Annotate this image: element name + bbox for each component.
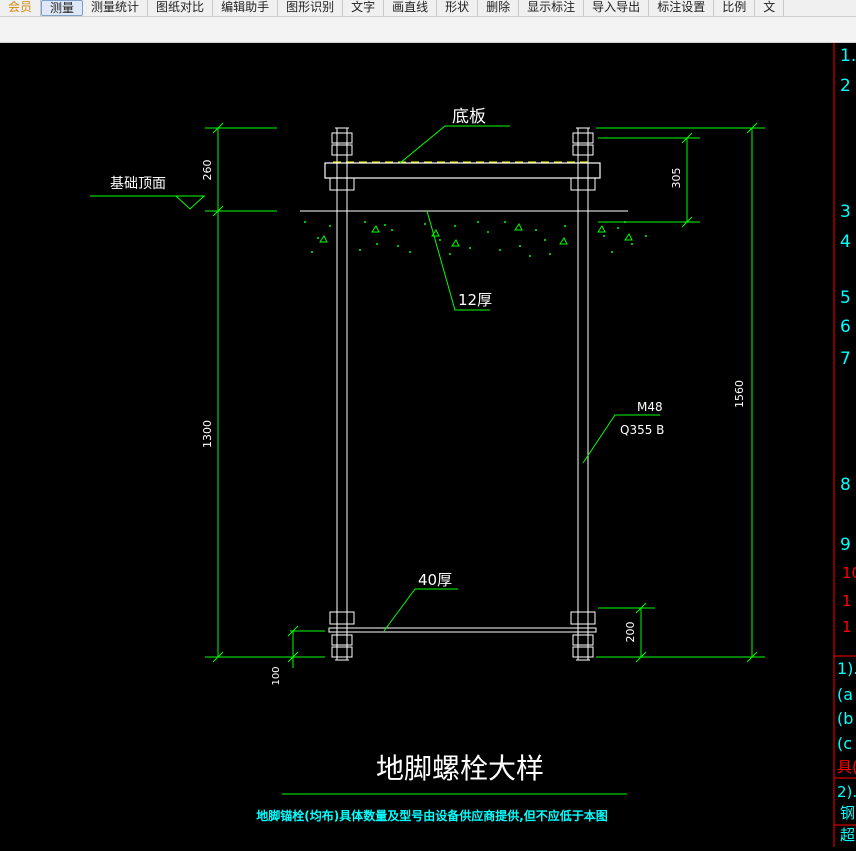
dimension-260: 260 [201, 160, 214, 181]
right-anchor-bolt [570, 127, 596, 661]
side-panel-item: (a [837, 685, 853, 704]
side-panel-item: (c [837, 734, 852, 753]
toolbar-shape-recognition-button[interactable]: 图形识别 [278, 0, 344, 16]
toolbar-import-export-button[interactable]: 导入导出 [584, 0, 650, 16]
side-panel-item: 8 [840, 475, 851, 495]
side-panel-item: 1). [837, 659, 856, 678]
toolbar-shape-button[interactable]: 形状 [437, 0, 479, 16]
dimension-100-lines [287, 625, 325, 668]
toolbar-text-button[interactable]: 文字 [343, 0, 385, 16]
side-panel-item: 7 [840, 349, 851, 369]
side-panel-item: (b [837, 709, 853, 728]
bolt-spec-size: M48 [637, 400, 663, 414]
side-panel-item: 1 [842, 618, 852, 636]
toolbar-measure-stats-button[interactable]: 测量统计 [83, 0, 149, 16]
foundation-top-label: 基础顶面 [110, 175, 166, 192]
base-plate [324, 162, 601, 179]
bottom-anchor-plate [328, 627, 597, 633]
thickness-12-label: 12厚 [458, 291, 492, 309]
toolbar-show-annotation-button[interactable]: 显示标注 [519, 0, 585, 16]
side-panel-item: 钢 [840, 804, 855, 822]
side-panel-item: 具( [837, 758, 856, 776]
bolt-spec-leader [582, 414, 660, 464]
side-panel-item: 10 [842, 564, 856, 582]
side-panel-item: 9 [840, 535, 851, 555]
toolbar-measure-button[interactable]: 测量 [41, 0, 84, 16]
toolbar-vip-button[interactable]: 会员 [0, 0, 42, 16]
side-panel-item: 1. [840, 46, 856, 66]
base-plate-label: 底板 [452, 107, 486, 127]
side-panel-item: 超 [840, 826, 855, 844]
drawing-title: 地脚螺栓大样 [376, 752, 544, 785]
elevation-symbol [175, 195, 205, 210]
side-panel-item: 2). [837, 783, 856, 801]
dimension-1560: 1560 [733, 380, 746, 408]
toolbar-annotation-settings-button[interactable]: 标注设置 [649, 0, 715, 16]
toolbar-draw-line-button[interactable]: 画直线 [384, 0, 438, 16]
concrete-hatch-triangles [319, 223, 633, 247]
thickness-40-leader [383, 588, 458, 632]
toolbar-scale-button[interactable]: 比例 [714, 0, 756, 16]
toolbar-more-button[interactable]: 文 [755, 0, 785, 16]
left-dimension-lines [205, 122, 325, 663]
drawing-note: 地脚锚栓(均布)具体数量及型号由设备供应商提供,但不应低于本图 [256, 808, 608, 823]
side-panel-item: 5 [840, 288, 851, 308]
dimension-200: 200 [624, 622, 637, 643]
side-panel-item: 4 [840, 232, 851, 252]
thickness-12-leader [426, 210, 490, 311]
side-panel-item: 2 [840, 76, 851, 96]
dimension-305: 305 [670, 168, 683, 189]
secondary-toolbar-strip [0, 17, 856, 43]
side-panel-item: 1 [842, 592, 852, 610]
concrete-hatch [304, 221, 647, 257]
base-plate-leader [399, 125, 510, 164]
toolbar-compare-button[interactable]: 图纸对比 [148, 0, 214, 16]
dimension-1300: 1300 [201, 420, 214, 448]
side-panel-item: 6 [840, 317, 851, 337]
cad-drawing: 1. 2 3 4 5 6 7 8 9 10 1 1 1). (a (b (c 具… [90, 43, 856, 847]
toolbar-delete-button[interactable]: 删除 [478, 0, 520, 16]
bolt-spec-grade: Q355 B [620, 423, 664, 437]
dimension-100: 100 [271, 666, 282, 685]
side-panel-item: 3 [840, 202, 851, 222]
thickness-40-label: 40厚 [418, 571, 452, 589]
toolbar-edit-assistant-button[interactable]: 编辑助手 [213, 0, 279, 16]
right-dimension-lines [596, 122, 765, 663]
left-anchor-bolt [329, 127, 355, 661]
top-toolbar: 会员 测量 测量统计 图纸对比 编辑助手 图形识别 文字 画直线 形状 删除 显… [0, 0, 856, 17]
drawing-canvas[interactable]: 1. 2 3 4 5 6 7 8 9 10 1 1 1). (a (b (c 具… [0, 43, 856, 847]
